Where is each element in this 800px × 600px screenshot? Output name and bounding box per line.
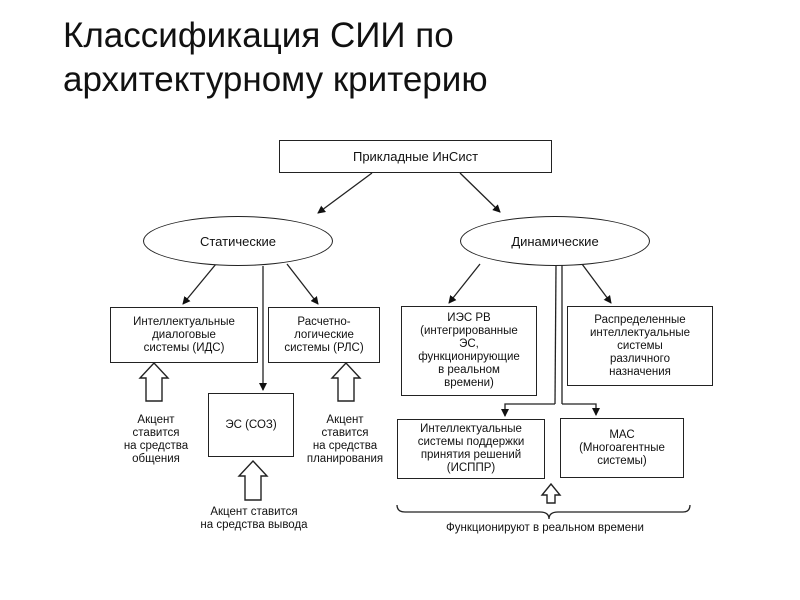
arrow-dynamic-distributed: [581, 263, 612, 304]
note-ids: Акцент ставится на средства общения: [108, 414, 204, 466]
isppr-line: Интеллектуальные: [420, 423, 522, 435]
isppr-line: (ИСППР): [446, 462, 496, 474]
hollow-arrow-realtime: [540, 482, 562, 504]
dynamic-label: Динамические: [511, 233, 599, 249]
ies-rv-line: (интегрированные: [420, 325, 518, 337]
rls-line: Расчетно-: [297, 315, 351, 328]
static-ellipse: Статические: [143, 216, 333, 266]
title-line-1: Классификация СИИ по: [63, 16, 454, 55]
arrow-dynamic-iesrv: [448, 263, 481, 304]
note-rls-line: на средства: [312, 440, 378, 452]
static-label: Статические: [199, 233, 277, 249]
slide-title: Классификация СИИ по архитектурному крит…: [63, 14, 488, 102]
arrow-static-rls: [286, 263, 319, 305]
note-ids-line: на средства: [123, 440, 189, 452]
arrow-dynamic-isppr: [501, 403, 555, 417]
mas-box: МАС (Многоагентные системы): [560, 418, 684, 478]
distributed-line: различного: [609, 352, 670, 365]
note-es-line: Акцент ставится: [210, 506, 298, 518]
rls-line: логические: [294, 328, 354, 341]
distributed-line: назначения: [609, 365, 671, 378]
note-realtime-text: Функционируют в реальном времени: [446, 522, 644, 534]
rls-box: Расчетно- логические системы (РЛС): [268, 307, 380, 363]
brace-realtime: [396, 504, 691, 520]
isppr-line: системы поддержки: [417, 436, 525, 448]
dynamic-ellipse: Динамические: [460, 216, 650, 266]
note-es-line: на средства вывода: [200, 519, 308, 531]
rls-line: системы (РЛС): [284, 341, 364, 354]
note-ids-line: ставится: [132, 427, 180, 439]
arrow-root-static: [317, 172, 373, 214]
ies-rv-line: в реальном: [438, 364, 500, 376]
arrow-root-dynamic: [459, 172, 501, 213]
note-rls: Акцент ставится на средства планирования: [292, 414, 398, 466]
note-ids-line: Акцент: [137, 414, 175, 426]
note-ids-line: общения: [132, 453, 180, 465]
ids-box: Интеллектуальные диалоговые системы (ИДС…: [110, 307, 258, 363]
note-rls-line: Акцент: [326, 414, 364, 426]
line-dynamic-down-a: [554, 264, 557, 405]
isppr-line: принятия решений: [420, 449, 522, 461]
distributed-line: Распределенные: [594, 313, 686, 326]
note-es: Акцент ставится на средства вывода: [178, 506, 330, 532]
ids-line: диалоговые: [152, 328, 216, 341]
root-label: Прикладные ИнСист: [352, 149, 479, 164]
ies-rv-line: ИЭС РВ: [447, 312, 491, 324]
note-rls-line: ставится: [321, 427, 369, 439]
root-box: Прикладные ИнСист: [279, 140, 552, 173]
mas-line: системы): [597, 454, 647, 467]
mas-line: (Многоагентные: [579, 441, 665, 454]
ies-rv-line: функционирующие: [418, 351, 520, 363]
distributed-line: системы: [617, 339, 663, 352]
hollow-arrow-es: [237, 459, 269, 501]
ies-rv-box: ИЭС РВ (интегрированные ЭС, функционирую…: [401, 306, 537, 396]
hollow-arrow-ids: [138, 361, 170, 402]
distributed-line: интеллектуальные: [589, 326, 691, 339]
ies-rv-line: времени): [444, 377, 494, 389]
isppr-box: Интеллектуальные системы поддержки приня…: [397, 419, 545, 479]
ids-line: Интеллектуальные: [133, 315, 235, 328]
distributed-box: Распределенные интеллектуальные системы …: [567, 306, 713, 386]
arrow-dynamic-mas: [562, 403, 600, 416]
note-realtime: Функционируют в реальном времени: [400, 522, 690, 535]
es-label: ЭС (СОЗ): [225, 418, 277, 431]
es-box: ЭС (СОЗ): [208, 393, 294, 457]
ies-rv-line: ЭС,: [459, 338, 479, 350]
arrow-static-ids: [182, 263, 217, 305]
mas-line: МАС: [609, 428, 635, 441]
title-line-2: архитектурному критерию: [63, 60, 488, 99]
hollow-arrow-rls: [330, 361, 362, 402]
note-rls-line: планирования: [306, 453, 384, 465]
ids-line: системы (ИДС): [143, 341, 225, 354]
